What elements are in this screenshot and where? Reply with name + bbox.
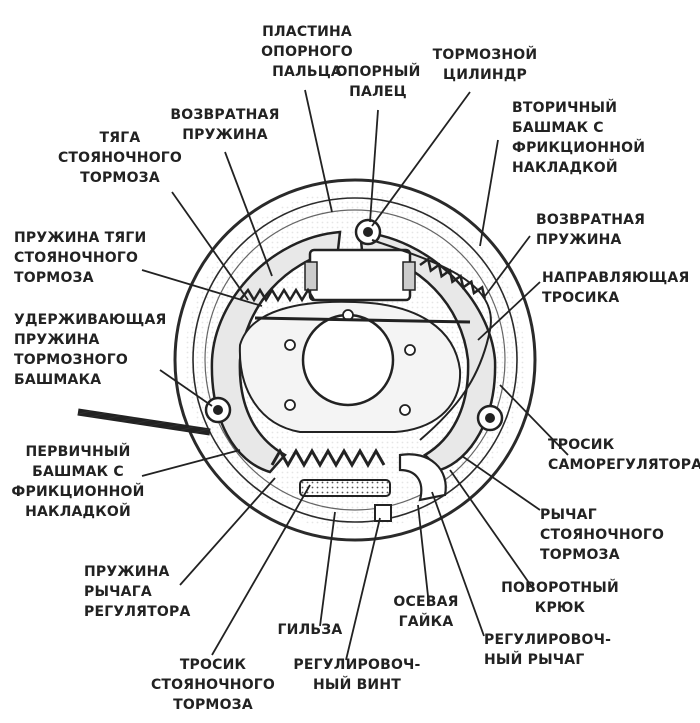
label-cable-guide: НАПРАВЛЯЮЩАЯ ТРОСИКА — [542, 270, 690, 306]
label-return-spring-top: ВОЗВРАТНАЯ ПРУЖИНА — [170, 107, 280, 143]
parking-cable-end — [77, 408, 211, 436]
return-spring-left — [239, 287, 316, 303]
label-adjuster-lever: РЕГУЛИРОВОЧ- НЫЙ РЫЧАГ — [484, 632, 612, 668]
hub-flange — [238, 300, 462, 433]
label-return-spring-right: ВОЗВРАТНАЯ ПРУЖИНА — [536, 212, 646, 248]
label-parking-strut: ТЯГА СТОЯНОЧНОГО ТОРМОЗА — [57, 130, 183, 186]
label-lever-spring: ПРУЖИНА РЫЧАГА РЕГУЛЯТОРА — [84, 564, 191, 620]
label-secondary-shoe: ВТОРИЧНЫЙ БАШМАК С ФРИКЦИОННОЙ НАКЛАДКОЙ — [512, 100, 646, 176]
adjuster-lever — [398, 453, 447, 502]
wheel-cylinder — [304, 248, 416, 302]
label-parking-cable: ТРОСИК СТОЯНОЧНОГО ТОРМОЗА — [150, 657, 276, 713]
label-anchor-pin: ОПОРНЫЙ ПАЛЕЦ — [335, 64, 421, 100]
label-pivot-hook: ПОВОРОТНЫЙ КРЮК — [501, 580, 619, 616]
hold-down-spring-left — [204, 396, 232, 424]
label-wheel-cylinder: ТОРМОЗНОЙ ЦИЛИНДР — [432, 47, 538, 83]
label-sleeve: ГИЛЬЗА — [277, 622, 343, 638]
label-adjuster-cable: ТРОСИК САМОРЕГУЛЯТОРА — [548, 437, 700, 473]
label-hold-down-spring: УДЕРЖИВАЮЩАЯ ПРУЖИНА ТОРМОЗНОГО БАШМАКА — [14, 312, 167, 388]
label-parking-lever: РЫЧАГ СТОЯНОЧНОГО ТОРМОЗА — [540, 507, 665, 563]
primary-shoe — [210, 230, 342, 474]
hold-down-spring-right — [476, 404, 504, 432]
parking-strut — [254, 316, 471, 324]
return-spring-right — [419, 257, 486, 299]
label-anchor-plate: ПЛАСТИНА ОПОРНОГО ПАЛЬЦА — [261, 24, 353, 80]
label-pivot-nut: ОСЕВАЯ ГАЙКА — [393, 594, 459, 630]
leader-lines — [141, 89, 569, 661]
label-primary-shoe: ПЕРВИЧНЫЙ БАШМАК С ФРИКЦИОННОЙ НАКЛАДКОЙ — [11, 444, 145, 520]
label-strut-spring: ПРУЖИНА ТЯГИ СТОЯНОЧНОГО ТОРМОЗА — [14, 230, 147, 286]
label-adjusting-screw: РЕГУЛИРОВОЧ- НЫЙ ВИНТ — [293, 657, 421, 693]
anchor-pin — [354, 218, 382, 246]
adjusting-screw — [270, 447, 392, 522]
